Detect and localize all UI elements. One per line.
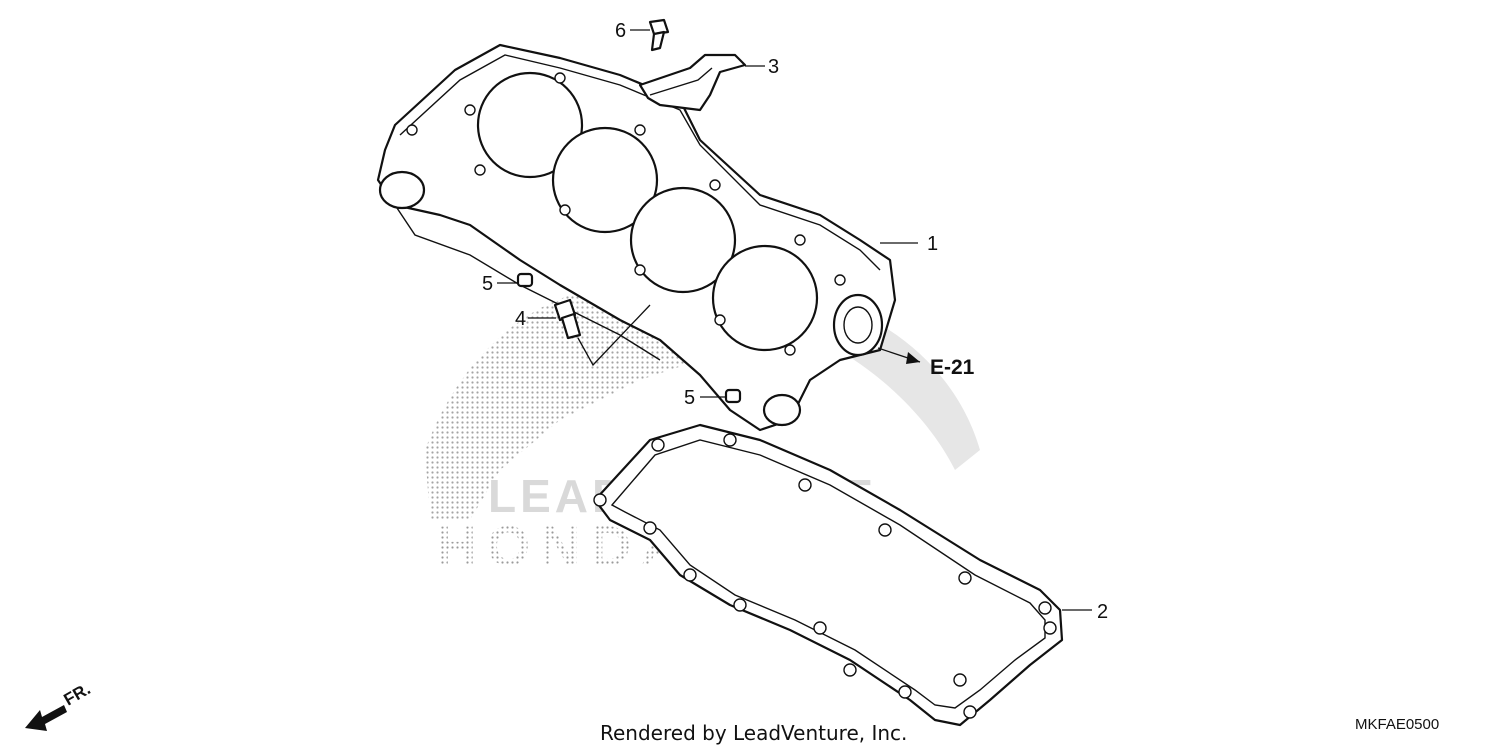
footer-credit: Rendered by LeadVenture, Inc. — [600, 721, 907, 745]
cylinder-block — [376, 43, 897, 432]
front-label: FR. — [61, 679, 94, 709]
callout-3: 3 — [768, 56, 779, 78]
front-arrow-icon — [25, 705, 67, 731]
dowel-pin-lower — [724, 388, 742, 404]
bracket — [638, 53, 747, 112]
callout-4: 4 — [515, 308, 526, 330]
cylinder-gasket — [593, 423, 1064, 727]
bolt-part-6 — [648, 18, 670, 52]
callout-6: 6 — [615, 20, 626, 42]
callout-1: 1 — [927, 233, 938, 255]
callout-2: 2 — [1097, 601, 1108, 623]
diagram-code: MKFAE0500 — [1355, 716, 1439, 733]
leader-lines — [497, 29, 1092, 611]
reference-e21: E-21 — [930, 356, 975, 379]
dowel-pin-upper — [516, 272, 534, 288]
callout-5-lower: 5 — [684, 387, 695, 409]
front-direction-indicator: FR. — [25, 679, 94, 731]
callout-5-upper: 5 — [482, 273, 493, 295]
bolt-part-4 — [553, 298, 582, 340]
